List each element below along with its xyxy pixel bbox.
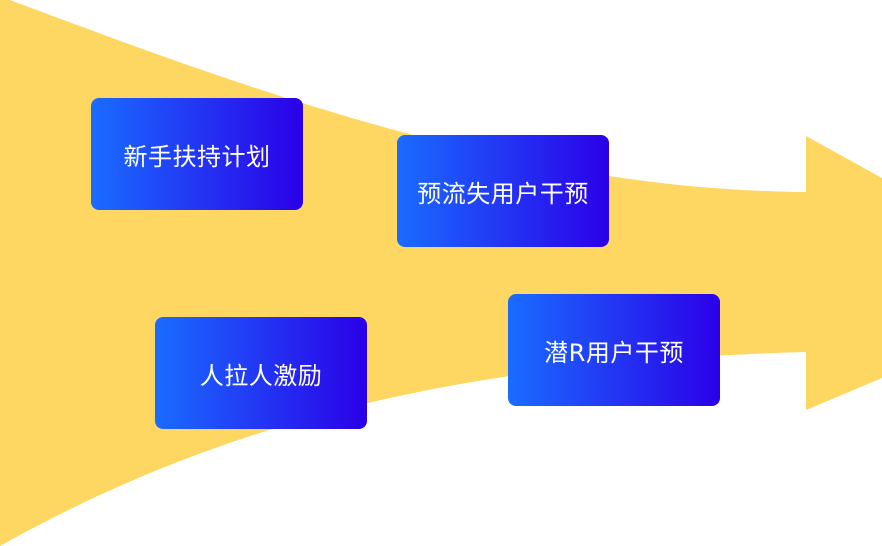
card-label: 潜R用户干预 (544, 338, 684, 367)
card-referral-incentive[interactable]: 人拉人激励 (155, 317, 367, 429)
card-label: 新手扶持计划 (123, 142, 271, 171)
card-label: 人拉人激励 (199, 361, 323, 390)
card-label: 预流失用户干预 (417, 179, 589, 208)
card-potential-r-user-intervention[interactable]: 潜R用户干预 (508, 294, 720, 406)
card-churn-risk-intervention[interactable]: 预流失用户干预 (397, 135, 609, 247)
card-newbie-support-plan[interactable]: 新手扶持计划 (91, 98, 303, 210)
